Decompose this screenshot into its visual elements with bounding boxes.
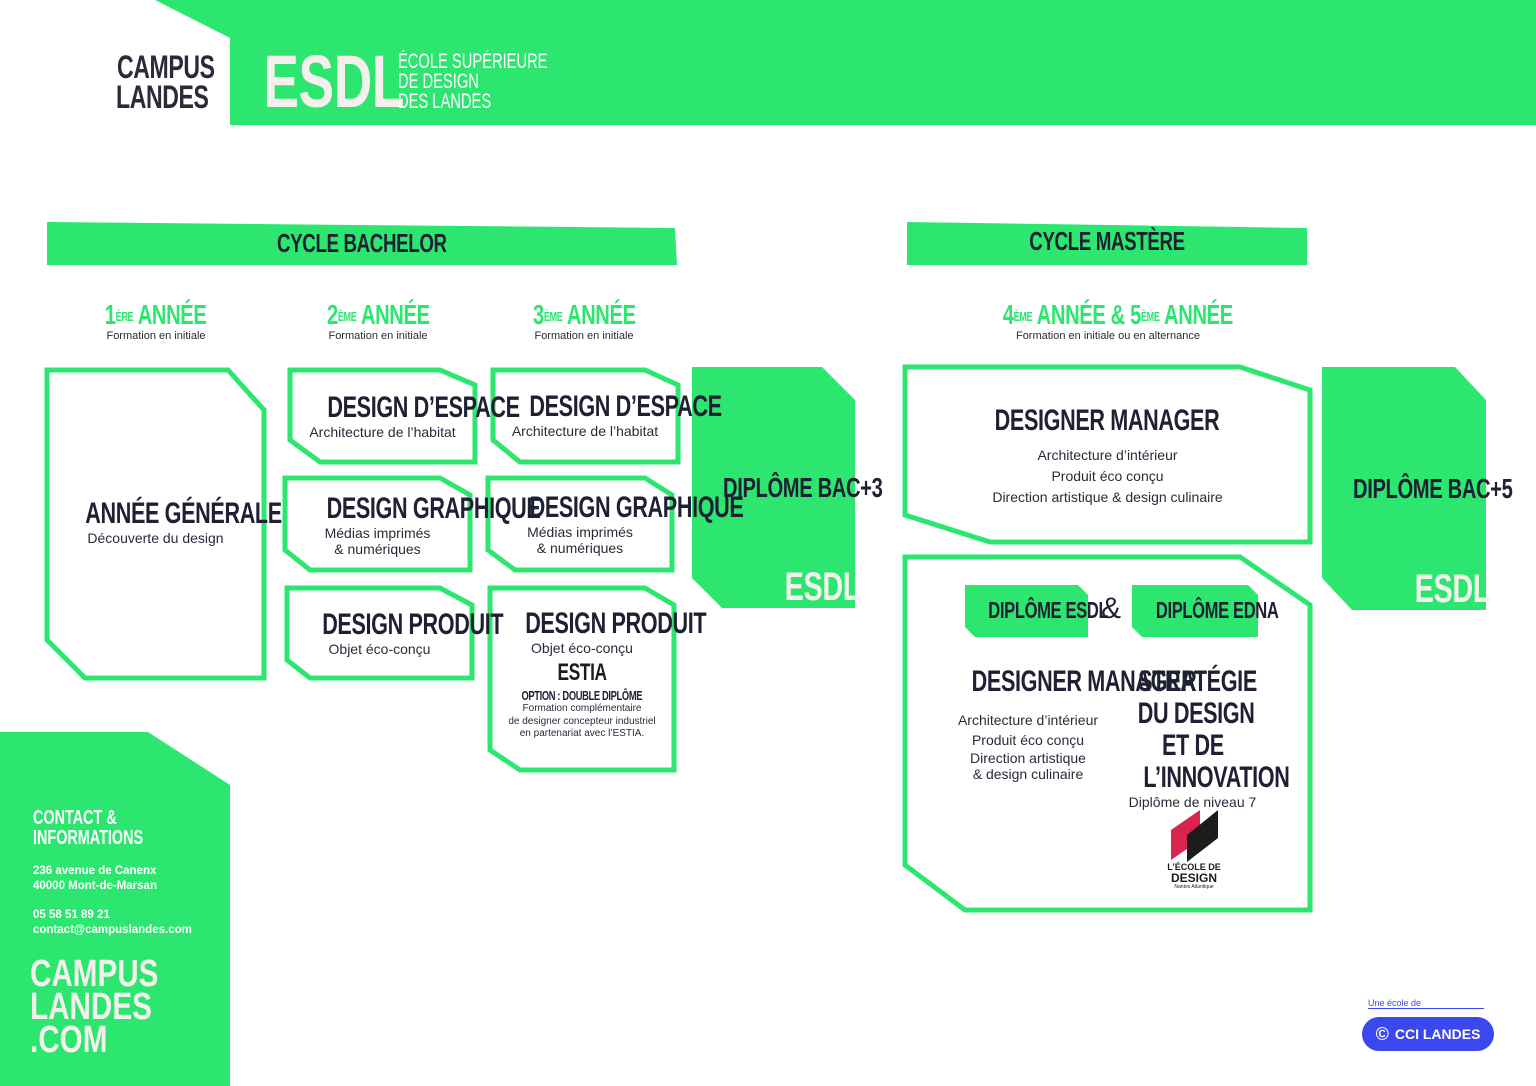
ampersand: & xyxy=(1100,592,1121,625)
box-espace-2 xyxy=(287,367,478,465)
diplome-bac3: DIPLÔME BAC+3 xyxy=(723,472,883,503)
box-graphique-3 xyxy=(485,475,675,573)
esdl-logo-bac3: ESDL xyxy=(784,565,861,609)
box-graphique-2 xyxy=(282,475,473,573)
diplome-bac5: DIPLÔME BAC+5 xyxy=(1353,473,1513,504)
master-banner-bg xyxy=(907,222,1307,265)
estia-logo: ESTIA xyxy=(557,659,607,686)
contact-email[interactable]: contact@campuslandes.com xyxy=(33,924,192,936)
edna-logo-red xyxy=(1171,810,1200,860)
box-espace-3 xyxy=(490,367,681,465)
contact-phone: 05 58 51 89 21 xyxy=(33,909,110,921)
box-produit-2 xyxy=(284,585,475,681)
bachelor-banner-bg xyxy=(47,222,677,265)
tag-diplome-edna: DIPLÔME EDNA xyxy=(1155,597,1279,623)
box-dm xyxy=(902,364,1313,545)
box-bac5 xyxy=(1322,367,1486,610)
box-bac3 xyxy=(692,367,855,608)
tag-esdl-bg xyxy=(965,585,1088,637)
tag-diplome-esdl: DIPLÔME ESDL xyxy=(988,597,1109,623)
master-banner: CYCLE MASTÈRE xyxy=(1029,226,1185,256)
tag-edna-bg xyxy=(1132,585,1258,637)
box-produit-3 xyxy=(487,585,677,773)
cci-label: Une école de xyxy=(1368,998,1484,1009)
box-double xyxy=(902,554,1313,913)
esdl-logo: ESDL xyxy=(263,40,405,123)
contact-panel xyxy=(0,732,230,1086)
esdl-logo-bac5: ESDL xyxy=(1414,567,1491,611)
box-generale xyxy=(44,367,267,681)
header-band xyxy=(155,0,1536,125)
cci-icon: © xyxy=(1375,1023,1389,1044)
edna-logo-black xyxy=(1187,810,1218,862)
bachelor-banner: CYCLE BACHELOR xyxy=(277,228,447,258)
cci-landes-logo[interactable]: ©CCI LANDES xyxy=(1362,1017,1494,1051)
contact-title: CONTACT &INFORMATIONS xyxy=(33,807,144,849)
